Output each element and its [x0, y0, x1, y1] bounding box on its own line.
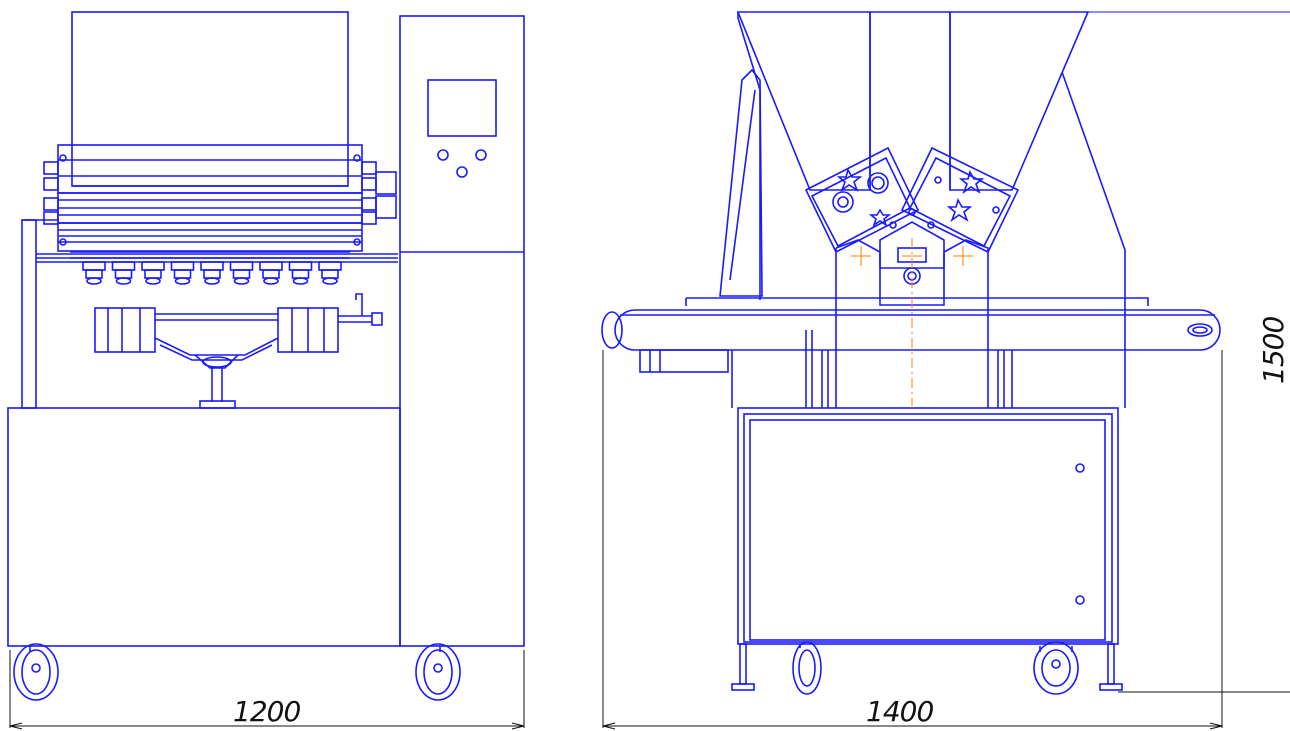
side-width-dimension — [602, 350, 1223, 730]
front-nozzle — [200, 261, 224, 285]
front-nozzle — [229, 261, 254, 285]
front-stand — [194, 354, 239, 409]
height-label: 1500 — [1257, 317, 1290, 384]
front-base-cabinet — [7, 407, 401, 647]
control-button — [475, 149, 487, 161]
control-button — [456, 166, 468, 178]
side-chute — [719, 68, 763, 297]
front-width-dimension — [9, 650, 525, 730]
front-roller-bar — [94, 293, 383, 361]
side-leveling-foot-left — [731, 643, 755, 691]
front-nozzle — [259, 261, 283, 285]
front-left-post — [21, 219, 37, 409]
side-caster-right — [1033, 641, 1079, 695]
side-frame-left — [737, 12, 761, 300]
cabinet-knob — [1075, 595, 1085, 605]
front-control-column — [399, 15, 525, 647]
control-button — [437, 149, 449, 161]
front-view-machine — [7, 11, 525, 701]
front-caster-left — [13, 643, 59, 701]
side-leveling-foot-right — [1099, 643, 1123, 691]
front-nozzle — [288, 261, 313, 285]
front-depositor-head — [43, 144, 397, 259]
side-center-column — [835, 239, 989, 408]
side-caster-left — [792, 641, 822, 695]
front-nozzle — [170, 261, 195, 285]
side-conveyor — [601, 297, 1221, 373]
side-view-machine — [601, 11, 1290, 695]
front-nozzle — [318, 261, 342, 285]
side-width-label: 1400 — [866, 695, 933, 728]
front-nozzle — [82, 261, 106, 285]
cabinet-knob — [1075, 463, 1085, 473]
front-nozzle-row — [82, 261, 342, 285]
side-centerlines — [851, 238, 973, 406]
side-frame-right — [1061, 71, 1126, 408]
side-base-cabinet — [737, 407, 1119, 645]
front-nozzle — [141, 261, 165, 285]
side-hopper-left — [736, 11, 871, 191]
side-rotary-head-right — [900, 146, 1020, 254]
control-screen — [427, 79, 497, 137]
side-hopper-right — [949, 11, 1090, 191]
front-nozzle — [111, 261, 136, 285]
side-rotary-head-left — [804, 146, 920, 254]
front-caster-right — [415, 643, 461, 701]
front-width-label: 1200 — [233, 695, 300, 728]
